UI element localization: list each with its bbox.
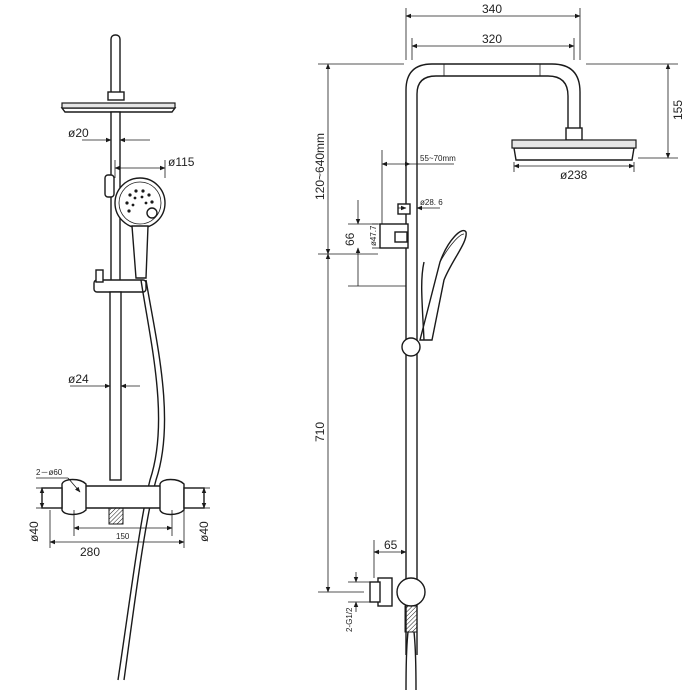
dim-front-rail-label: ø24 <box>68 372 89 386</box>
dim-side-holder-size-label: ø47.7 <box>369 225 378 246</box>
dim-side-head-diameter-label: ø238 <box>560 168 588 182</box>
dim-side-head-diameter: ø238 <box>513 162 635 182</box>
dim-side-rail-length: 710 <box>313 253 364 593</box>
dim-front-arm-diameter: ø20 <box>68 126 150 143</box>
dim-front-valve-left: ø40 <box>27 487 48 542</box>
dim-side-wall-offset-label: 65 <box>384 538 398 552</box>
dim-front-outlets-label: 2－ø60 <box>36 468 63 477</box>
side-valve-body <box>369 577 426 691</box>
dim-front-arm-diameter-label: ø20 <box>68 126 89 140</box>
dim-front-outlets: 2－ø60 <box>36 468 81 493</box>
dim-front-hand-shower: ø115 <box>114 155 195 178</box>
dim-side-rail-length-label: 710 <box>313 422 327 442</box>
dim-side-inlet-thread-label: 2-G1/2 <box>345 607 354 632</box>
front-rail-holder <box>93 269 147 293</box>
side-rail-slider <box>401 337 421 357</box>
dim-front-valve-right-label: ø40 <box>197 521 211 542</box>
dim-side-holder-height-label: 66 <box>343 232 357 246</box>
dim-side-wall-offset: 65 <box>373 538 407 578</box>
front-rail <box>109 291 122 481</box>
dim-front-width: 280 <box>49 510 185 559</box>
front-view: ø20 ø115 ø24 2－ø60 ø40 <box>27 34 211 681</box>
dim-side-inlet-thread: 2-G1/2 <box>345 572 370 632</box>
side-riser-arm-outer <box>405 63 581 655</box>
dim-side-holder-size: ø47.7 <box>369 223 380 249</box>
dim-front-hand-shower-label: ø115 <box>168 155 195 169</box>
dim-side-total-reach-label: 340 <box>482 2 502 16</box>
front-hose <box>117 279 160 681</box>
dim-side-arm-reach: 320 <box>411 32 575 60</box>
dim-front-valve-left-label: ø40 <box>27 521 41 542</box>
front-shower-arm <box>110 34 121 96</box>
side-hand-shower <box>419 229 467 341</box>
dim-side-holder-offset: 55~70mm <box>381 150 456 224</box>
side-view: 340 320 155 ø238 120~640mm <box>313 2 685 691</box>
dim-front-valve-right: ø40 <box>197 487 211 542</box>
dim-side-holder-pipe-label: ø28. 6 <box>420 198 443 207</box>
dim-front-width-label: 280 <box>80 545 100 559</box>
dim-side-holder-offset-label: 55~70mm <box>420 154 456 163</box>
dim-side-adjust-range: 120~640mm <box>313 63 404 255</box>
dim-side-arm-reach-label: 320 <box>482 32 502 46</box>
dim-front-centers-label: 150 <box>116 532 130 541</box>
dim-front-centers: 150 <box>73 510 173 541</box>
dim-side-head-drop-label: 155 <box>671 100 685 120</box>
side-head-shower <box>511 139 637 161</box>
front-valve-body <box>41 478 205 525</box>
dim-side-head-drop: 155 <box>586 63 685 159</box>
dim-side-holder-height: 66 <box>343 200 406 287</box>
dim-side-holder-pipe: ø28. 6 <box>398 198 443 211</box>
dim-side-total-reach: 340 <box>405 2 581 60</box>
side-head-connector <box>565 127 583 141</box>
front-head-shower <box>60 91 177 113</box>
side-upper-holder <box>379 203 411 249</box>
dim-front-rail: ø24 <box>68 372 140 389</box>
front-hand-shower <box>104 174 166 279</box>
side-riser-arm-inner <box>416 75 569 655</box>
dim-side-adjust-range-label: 120~640mm <box>313 133 327 200</box>
